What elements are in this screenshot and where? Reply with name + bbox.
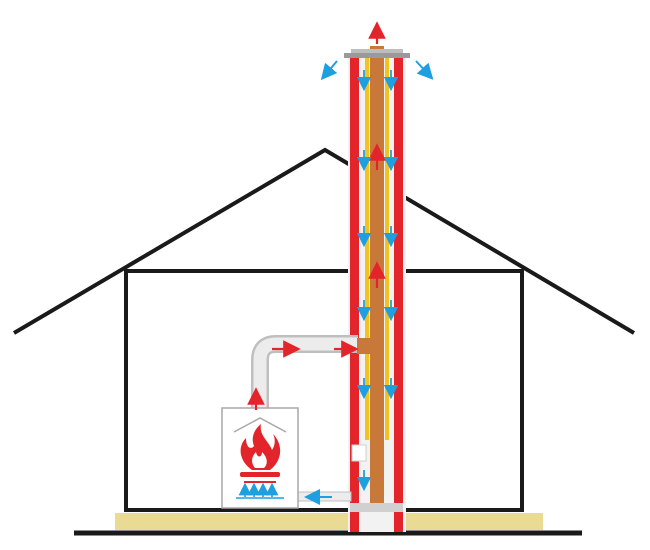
coaxial-chimney (348, 46, 406, 532)
inner-insulation-right (385, 58, 389, 440)
exhaust-arrows (247, 21, 386, 410)
blue-arrow-icon (320, 60, 338, 81)
inner-insulation-left (365, 58, 369, 440)
fresh-air-arrows (304, 60, 434, 505)
foundation-slab (115, 513, 543, 530)
outer-pipe-left (350, 58, 359, 532)
boiler (221, 407, 299, 509)
flue-connector-pipe (251, 335, 371, 414)
fire-icon (240, 424, 281, 483)
blue-arrow-icon (415, 60, 434, 80)
roof (12, 147, 636, 335)
chimney-cap (344, 49, 410, 58)
burner-air-arrows (236, 482, 284, 499)
chimney-base-sleeve (350, 503, 403, 512)
house-outline (124, 269, 524, 512)
outer-pipe-right (394, 58, 403, 532)
